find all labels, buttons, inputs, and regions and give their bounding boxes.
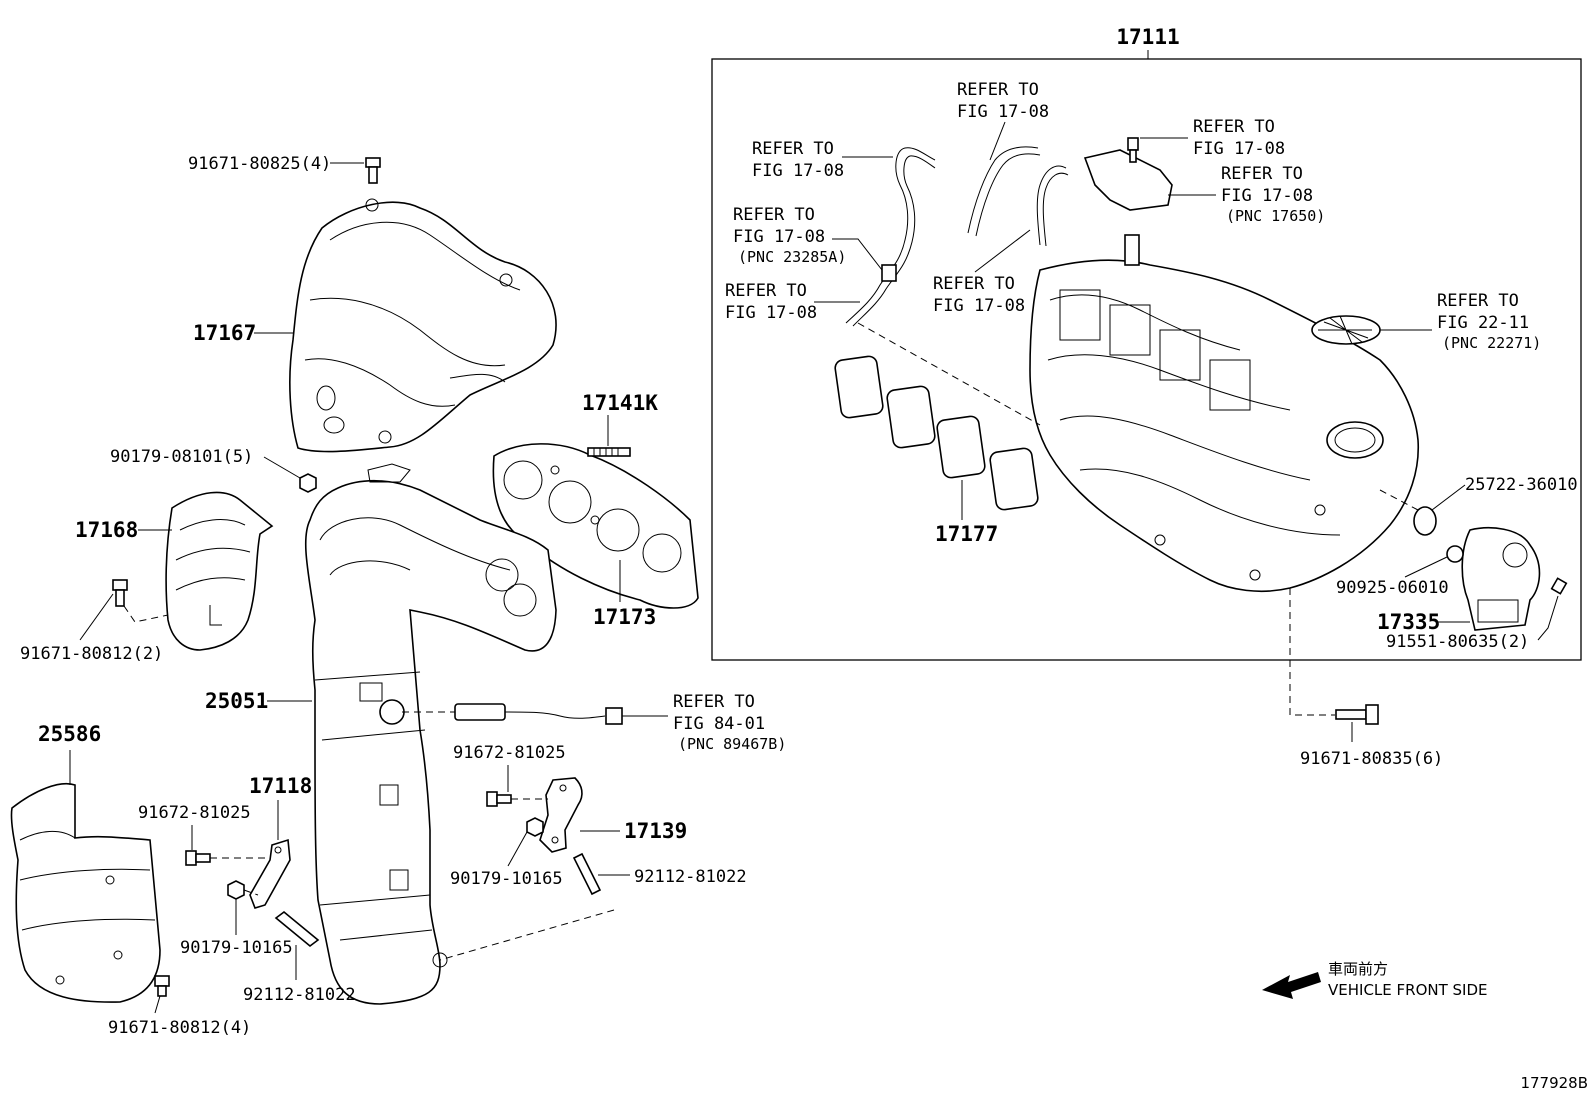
label-17335[interactable]: 17335 [1377, 610, 1440, 634]
ref9-line2: FIG 84-01 [673, 714, 765, 734]
bracket-17118[interactable] [249, 838, 291, 909]
ref7-line2: FIG 17-08 [933, 296, 1025, 316]
label-90179-10165-right[interactable]: 90179-10165 [450, 869, 563, 889]
gasket-25722-36010[interactable] [1413, 506, 1437, 536]
stud-92112-81022-left[interactable] [274, 910, 320, 948]
bolt-91672-81025-left[interactable] [185, 850, 211, 866]
ref2-line1: REFER TO [752, 139, 834, 159]
oxygen-sensor[interactable] [402, 703, 623, 725]
direction-english: VEHICLE FRONT SIDE [1328, 981, 1488, 999]
filter-disc[interactable] [1311, 315, 1381, 345]
nut-90179-10165-right[interactable] [526, 817, 544, 837]
bolt-91671-80812-upper[interactable] [112, 579, 128, 607]
part-number-17111[interactable]: 17111 [1116, 25, 1179, 49]
stud-92112-81022-right[interactable] [572, 852, 602, 896]
ref9-line1: REFER TO [673, 692, 755, 712]
label-91672-81025-left[interactable]: 91672-81025 [138, 803, 251, 823]
heat-insulator-17167[interactable] [289, 198, 557, 453]
label-92112-81022-right[interactable]: 92112-81022 [634, 867, 747, 887]
label-25722-36010[interactable]: 25722-36010 [1465, 475, 1578, 495]
ref5-line3: (PNC 23285A) [738, 248, 846, 266]
ref7-line1: REFER TO [933, 274, 1015, 294]
ref5-line1: REFER TO [733, 205, 815, 225]
ref8-line3: (PNC 22271) [1442, 334, 1541, 352]
label-25586[interactable]: 25586 [38, 722, 101, 746]
throttle-body-17335[interactable] [1461, 527, 1541, 631]
o-ring-90925-06010[interactable] [1446, 545, 1464, 563]
heat-insulator-25586[interactable] [10, 783, 161, 1003]
label-91551-80635[interactable]: 91551-80635(2) [1386, 632, 1529, 652]
intake-manifold-assembly-box [711, 58, 1582, 661]
label-17173[interactable]: 17173 [593, 605, 656, 629]
vehicle-front-arrow-icon [1262, 972, 1321, 999]
heat-insulator-17168[interactable] [165, 491, 274, 651]
ref4-line1: REFER TO [1221, 164, 1303, 184]
bolt-91671-80835[interactable] [1335, 704, 1379, 725]
ref3-line1: REFER TO [1193, 117, 1275, 137]
stud-17141K[interactable] [587, 447, 631, 457]
bolt-91551-80635[interactable] [1550, 577, 1568, 595]
label-92112-81022-left[interactable]: 92112-81022 [243, 985, 356, 1005]
ref1-line2: FIG 17-08 [957, 102, 1049, 122]
label-17168[interactable]: 17168 [75, 518, 138, 542]
label-17177[interactable]: 17177 [935, 522, 998, 546]
label-25051[interactable]: 25051 [205, 689, 268, 713]
label-90925-06010[interactable]: 90925-06010 [1336, 578, 1449, 598]
ref6-line2: FIG 17-08 [725, 303, 817, 323]
nut-90179-10165-left[interactable] [227, 880, 245, 900]
ref4-line3: (PNC 17650) [1226, 207, 1325, 225]
intake-gasket-17177[interactable] [834, 355, 1039, 511]
label-91671-80812-2[interactable]: 91671-80812(2) [20, 644, 163, 664]
ref3-line2: FIG 17-08 [1193, 139, 1285, 159]
ref9-line3: (PNC 89467B) [678, 735, 786, 753]
label-17167[interactable]: 17167 [193, 321, 256, 345]
nut-90179-08101[interactable] [299, 473, 317, 493]
intake-manifold-body[interactable] [1029, 234, 1420, 593]
vsv-bracket[interactable] [1083, 137, 1173, 211]
direction-japanese: 車両前方 [1328, 960, 1388, 978]
ref1-line1: REFER TO [957, 80, 1039, 100]
bolt-91671-80825[interactable] [365, 157, 381, 184]
label-91671-80812-4[interactable]: 91671-80812(4) [108, 1018, 251, 1038]
figure-id: 177928B [1520, 1074, 1588, 1092]
label-17118[interactable]: 17118 [249, 774, 312, 798]
label-91671-80825[interactable]: 91671-80825(4) [188, 154, 331, 174]
bolt-91672-81025-right[interactable] [486, 791, 512, 807]
ref5-line2: FIG 17-08 [733, 227, 825, 247]
ref2-line2: FIG 17-08 [752, 161, 844, 181]
ref8-line1: REFER TO [1437, 291, 1519, 311]
label-17141K[interactable]: 17141K [582, 391, 658, 415]
bracket-17139[interactable] [539, 777, 583, 853]
pcv-hoses[interactable] [845, 146, 1069, 327]
ref4-line2: FIG 17-08 [1221, 186, 1313, 206]
label-91672-81025-right[interactable]: 91672-81025 [453, 743, 566, 763]
label-90179-08101[interactable]: 90179-08101(5) [110, 447, 253, 467]
bolt-91671-80812-lower[interactable] [154, 975, 170, 997]
ref8-line2: FIG 22-11 [1437, 313, 1529, 333]
label-17139[interactable]: 17139 [624, 819, 687, 843]
exhaust-manifold-converter-25051[interactable] [304, 463, 557, 1005]
label-91671-80835[interactable]: 91671-80835(6) [1300, 749, 1443, 769]
ref6-line1: REFER TO [725, 281, 807, 301]
label-90179-10165-left[interactable]: 90179-10165 [180, 938, 293, 958]
